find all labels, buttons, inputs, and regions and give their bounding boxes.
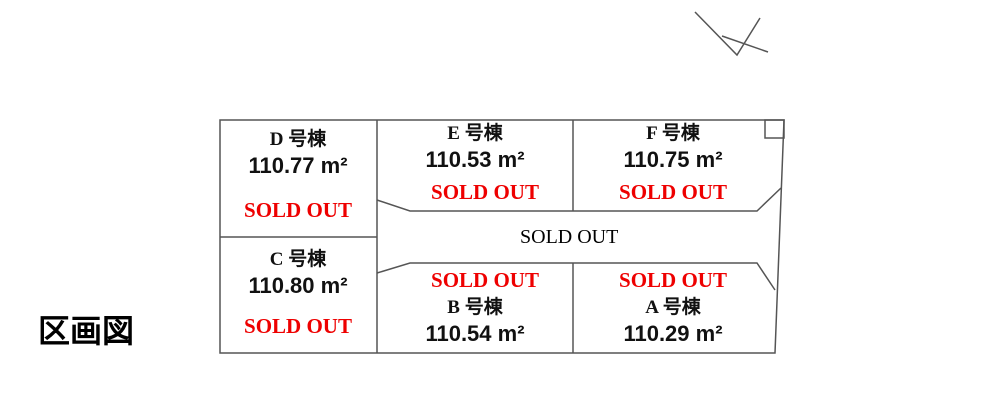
lot-b[interactable]: B 号棟 110.54 m² — [397, 296, 553, 348]
road-upper-edge — [376, 187, 782, 212]
lot-area: 110.77 — [248, 153, 315, 178]
sold-out-stamp: SOLD OUT — [619, 180, 727, 204]
lot-area: 110.54 — [425, 321, 492, 346]
lot-name: D 号棟 — [269, 129, 327, 150]
site-boundary — [219, 119, 785, 354]
lot-a[interactable]: A 号棟 110.29 m² — [595, 296, 751, 348]
lot-area: 110.80 — [248, 273, 315, 298]
lot-area: 110.29 — [623, 321, 690, 346]
lot-unit: m² — [320, 273, 348, 298]
north-arrow-bar — [721, 35, 769, 53]
lot-name: E 号棟 — [447, 123, 503, 144]
road-sold-out-label: SOLD OUT — [520, 226, 619, 248]
sold-out-stamp: SOLD OUT — [431, 180, 539, 204]
lot-d[interactable]: D 号棟 110.77 m² — [220, 128, 376, 180]
lot-name: A 号棟 — [645, 297, 701, 318]
lot-unit: m² — [497, 147, 525, 172]
sold-out-stamp: SOLD OUT — [431, 268, 539, 292]
road-lower-edge — [376, 262, 776, 291]
lot-e[interactable]: E 号棟 110.53 m² — [397, 122, 553, 174]
lot-area: 110.53 — [425, 147, 492, 172]
sold-out-stamp: SOLD OUT — [244, 314, 352, 338]
lot-f[interactable]: F 号棟 110.75 m² — [595, 122, 751, 174]
corner-marker — [764, 119, 785, 139]
lot-unit: m² — [695, 147, 723, 172]
lot-name: C 号棟 — [269, 249, 327, 270]
lot-name: B 号棟 — [447, 297, 503, 318]
sold-out-stamp: SOLD OUT — [619, 268, 727, 292]
lot-unit: m² — [320, 153, 348, 178]
lot-unit: m² — [497, 321, 525, 346]
page-title: 区画図 — [38, 312, 135, 350]
lot-c[interactable]: C 号棟 110.80 m² — [220, 248, 376, 300]
lot-name: F 号棟 — [646, 123, 700, 144]
sold-out-stamp: SOLD OUT — [244, 198, 352, 222]
lot-unit: m² — [695, 321, 723, 346]
north-arrow-icon — [694, 11, 761, 57]
lot-area: 110.75 — [623, 147, 690, 172]
